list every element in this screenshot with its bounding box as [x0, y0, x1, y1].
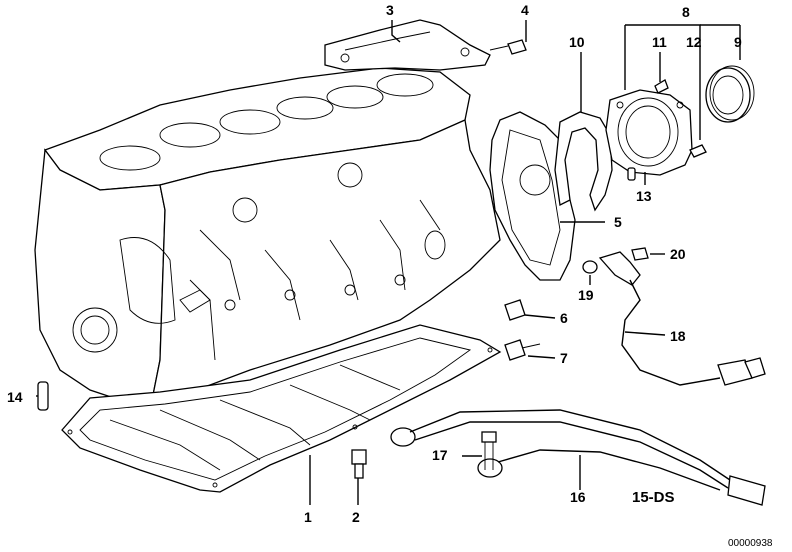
- leader-lines: [36, 20, 741, 505]
- engine-bracket: [324, 19, 491, 71]
- callout-18: 18: [670, 328, 686, 344]
- screw-11: [654, 79, 669, 94]
- seal-housing-gasket: [554, 111, 613, 212]
- callout-11: 11: [652, 34, 667, 50]
- callout-10: 10: [569, 34, 585, 50]
- bolt-7: [504, 339, 541, 361]
- timing-cover-gasket: [489, 111, 576, 281]
- shaft-seal: [705, 65, 755, 123]
- callout-6: 6: [560, 310, 568, 326]
- callout-17: 17: [432, 447, 448, 463]
- dowel-13: [627, 167, 636, 181]
- bolt-4: [489, 39, 527, 55]
- callout-14: 14: [7, 389, 23, 405]
- plug-6: [504, 299, 526, 321]
- callout-13: 13: [636, 188, 652, 204]
- callout-12: 12: [686, 34, 702, 50]
- callout-9: 9: [734, 34, 742, 50]
- screw-20: [631, 247, 649, 261]
- drain-plug: [351, 449, 367, 479]
- callout-4: 4: [521, 2, 529, 18]
- callout-20: 20: [670, 246, 686, 262]
- reference-number: 00000938: [728, 538, 773, 549]
- sealing-ring-19: [582, 260, 598, 274]
- callout-3: 3: [386, 2, 394, 18]
- callout-7: 7: [560, 350, 568, 366]
- engine-block: [34, 67, 501, 412]
- knock-sensor-harness: [390, 409, 766, 506]
- callout-8: 8: [682, 4, 690, 20]
- crankshaft-sensor: [598, 251, 766, 386]
- callout-1: 1: [304, 509, 312, 525]
- seal-housing: [605, 89, 693, 176]
- callout-5: 5: [614, 214, 622, 230]
- callout-2: 2: [352, 509, 360, 525]
- callout-labels: 3 4 8 10 11 12 9 13 5 20 19 6 18 7 14 17…: [7, 2, 773, 549]
- bolt-17: [481, 431, 497, 470]
- oil-pan-gasket: [61, 324, 502, 493]
- dowel-sleeve-14: [37, 381, 49, 411]
- screw-12: [689, 144, 707, 158]
- diagram-code: 15-DS: [632, 489, 675, 506]
- callout-16: 16: [570, 489, 586, 505]
- callout-19: 19: [578, 287, 594, 303]
